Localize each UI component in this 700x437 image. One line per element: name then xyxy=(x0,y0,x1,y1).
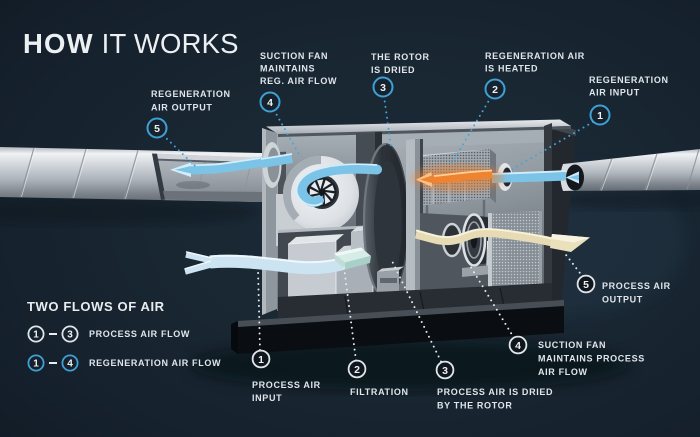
svg-text:2: 2 xyxy=(354,364,360,376)
svg-text:5: 5 xyxy=(583,279,589,291)
svg-text:SUCTION FAN: SUCTION FAN xyxy=(260,51,328,61)
svg-text:IS DRIED: IS DRIED xyxy=(371,65,415,75)
svg-text:AIR INPUT: AIR INPUT xyxy=(589,88,640,98)
svg-text:REGENERATION AIR FLOW: REGENERATION AIR FLOW xyxy=(89,358,221,368)
svg-text:3: 3 xyxy=(380,82,386,94)
svg-text:REGENERATION AIR: REGENERATION AIR xyxy=(485,51,585,61)
svg-text:REGENERATION: REGENERATION xyxy=(589,75,669,85)
svg-text:AIR FLOW: AIR FLOW xyxy=(538,367,588,377)
svg-text:MAINTAINS PROCESS: MAINTAINS PROCESS xyxy=(538,354,645,364)
svg-text:PROCESS AIR FLOW: PROCESS AIR FLOW xyxy=(89,329,190,339)
svg-text:REG. AIR FLOW: REG. AIR FLOW xyxy=(260,76,337,86)
svg-text:SUCTION FAN: SUCTION FAN xyxy=(538,340,606,350)
svg-text:5: 5 xyxy=(154,123,160,135)
svg-text:PROCESS AIR: PROCESS AIR xyxy=(252,380,321,390)
svg-text:4: 4 xyxy=(267,97,273,109)
svg-text:1: 1 xyxy=(33,330,39,341)
svg-text:FILTRATION: FILTRATION xyxy=(350,387,409,397)
svg-text:3: 3 xyxy=(67,330,73,341)
svg-text:HOW IT WORKS: HOW IT WORKS xyxy=(23,28,239,59)
svg-text:4: 4 xyxy=(67,359,73,370)
svg-text:PROCESS AIR: PROCESS AIR xyxy=(602,281,671,291)
svg-text:1: 1 xyxy=(258,354,264,366)
svg-text:PROCESS AIR IS DRIED: PROCESS AIR IS DRIED xyxy=(437,387,553,397)
svg-text:1: 1 xyxy=(597,110,603,122)
svg-text:THE ROTOR: THE ROTOR xyxy=(371,52,430,62)
svg-text:OUTPUT: OUTPUT xyxy=(602,295,643,305)
svg-text:MAINTAINS: MAINTAINS xyxy=(260,64,315,74)
svg-text:4: 4 xyxy=(515,340,521,352)
svg-text:1: 1 xyxy=(33,359,39,370)
svg-text:AIR OUTPUT: AIR OUTPUT xyxy=(151,103,213,113)
svg-text:TWO FLOWS OF AIR: TWO FLOWS OF AIR xyxy=(27,299,165,314)
svg-text:3: 3 xyxy=(442,365,448,377)
svg-text:2: 2 xyxy=(492,84,498,96)
svg-text:INPUT: INPUT xyxy=(252,393,282,403)
svg-text:REGENERATION: REGENERATION xyxy=(151,89,231,99)
svg-text:BY THE ROTOR: BY THE ROTOR xyxy=(437,401,512,411)
svg-text:IS HEATED: IS HEATED xyxy=(485,64,538,74)
